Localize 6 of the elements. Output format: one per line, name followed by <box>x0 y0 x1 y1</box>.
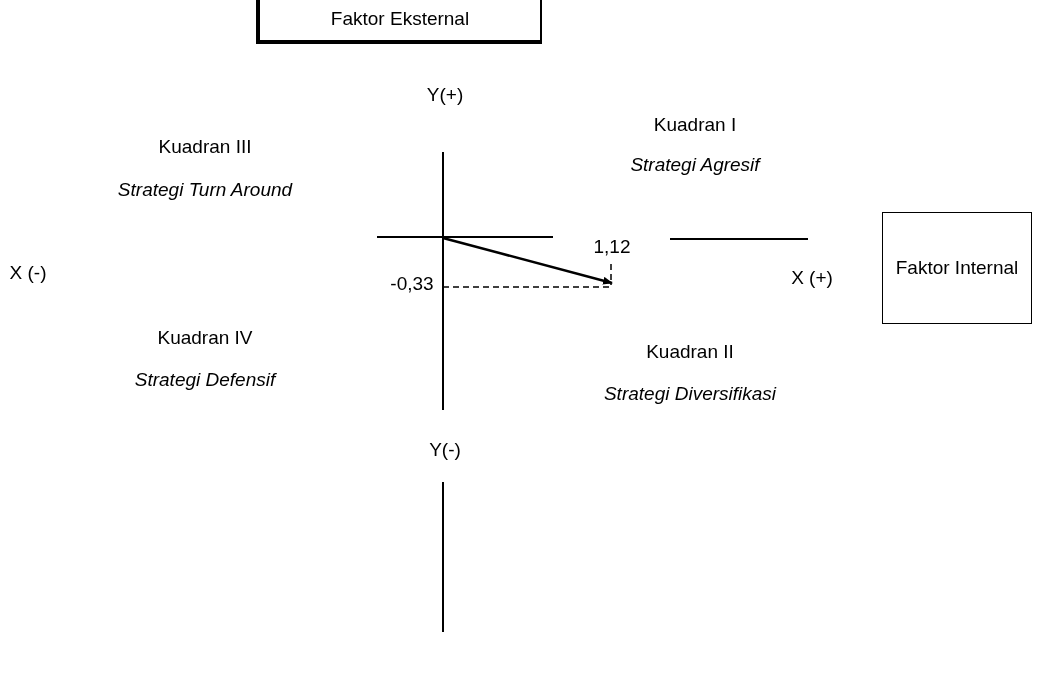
factor-label: Faktor Internal <box>894 255 1020 280</box>
value-label: 1,12 <box>592 236 632 258</box>
factor-box <box>882 212 1032 324</box>
factor-box <box>256 0 542 44</box>
value-label: -0,33 <box>389 273 435 295</box>
factor-label: Faktor Eksternal <box>329 6 471 31</box>
